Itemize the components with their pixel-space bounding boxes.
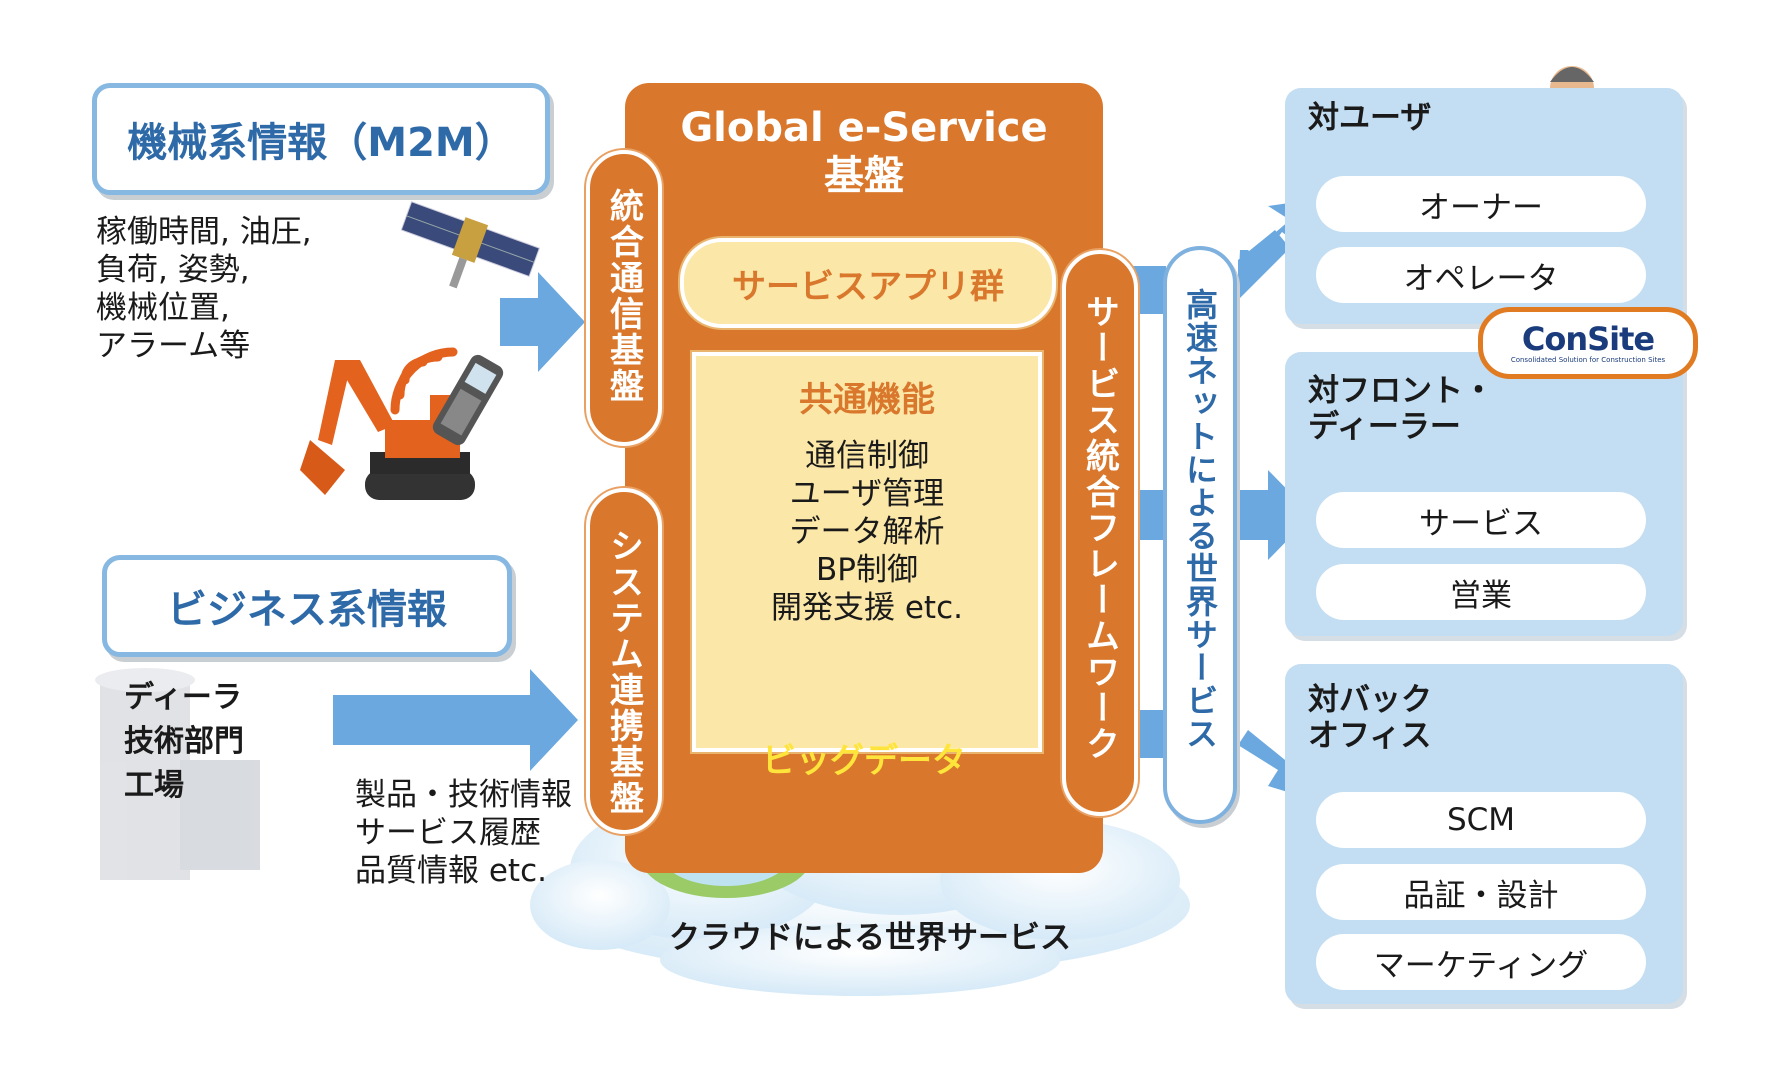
network-pill: 高速ネットによる世界サービス	[1163, 246, 1237, 824]
business-source: ディーラ	[124, 680, 242, 715]
panel-item: 営業	[1316, 564, 1646, 620]
m2m-item: 稼働時間, 油圧,	[96, 214, 312, 250]
common-function-item: データ解析	[789, 514, 945, 550]
arrow-to-front-panel	[1238, 470, 1312, 560]
common-function-item: 通信制御	[805, 438, 929, 474]
mobile-phone-icon	[432, 354, 504, 446]
platform-title-line2: 基盤	[824, 153, 904, 199]
panel-title-line: オフィス	[1308, 718, 1432, 754]
common-function-item: BP制御	[816, 552, 918, 588]
common-function-item: ユーザ管理	[789, 476, 945, 512]
building-icon	[95, 668, 260, 880]
signal-waves-icon	[390, 347, 458, 415]
excavator-icon	[300, 360, 475, 500]
panel-item: 品証・設計	[1316, 864, 1646, 920]
common-functions-list: 通信制御 ユーザ管理 データ解析 BP制御 開発支援 etc.	[692, 437, 1042, 627]
arrow-business-to-platform	[333, 669, 578, 771]
business-items: 製品・技術情報 サービス履歴 品質情報 etc.	[355, 776, 572, 890]
comm-platform-label: 統合通信基盤	[603, 188, 644, 404]
arrow-m2m-to-platform	[500, 272, 585, 372]
common-functions-box	[692, 352, 1042, 752]
service-apps-pill: サービスアプリ群	[680, 238, 1056, 328]
business-item: 製品・技術情報	[355, 777, 572, 813]
framework-pill: サービス統合フレームワーク	[1062, 250, 1138, 816]
system-link-pill: システム連携基盤	[586, 488, 662, 834]
panel-title-line: 対フロント・	[1308, 373, 1494, 409]
m2m-item: 負荷, 姿勢,	[96, 252, 250, 288]
panel-item: SCM	[1316, 792, 1646, 848]
m2m-title-box: 機械系情報（M2M）	[92, 83, 550, 195]
cloud-label: クラウドによる世界サービス	[668, 920, 1072, 956]
panel-item: オペレータ	[1316, 247, 1646, 303]
business-sources: ディーラ 技術部門 工場	[124, 676, 244, 808]
panel-item: サービス	[1316, 492, 1646, 548]
m2m-title: 機械系情報（M2M）	[127, 120, 515, 166]
business-title-box: ビジネス系情報	[102, 555, 512, 657]
consite-logo: ConSite Consolidated Solution for Constr…	[1478, 307, 1698, 379]
business-source: 技術部門	[124, 724, 244, 759]
platform-title-line1: Global e-Service	[680, 105, 1048, 151]
user-panel-title: 対ユーザ	[1308, 100, 1431, 136]
comm-platform-pill: 統合通信基盤	[586, 150, 662, 446]
panel-title-line: 対バック	[1308, 682, 1432, 718]
bigdata-label: ビッグデータ	[762, 741, 966, 781]
m2m-item: 機械位置,	[96, 290, 230, 326]
business-title: ビジネス系情報	[167, 587, 447, 633]
panel-title-line: ディーラー	[1308, 409, 1461, 445]
consite-logo-text: ConSite	[1521, 319, 1655, 358]
satellite-icon	[400, 201, 541, 289]
panel-item: マーケティング	[1316, 934, 1646, 990]
service-apps-label: サービスアプリ群	[732, 266, 1004, 307]
arrow-to-user-panel-body	[1238, 230, 1290, 300]
business-item: サービス履歴	[355, 815, 541, 851]
panel-item: オーナー	[1316, 176, 1646, 232]
framework-label: サービス統合フレームワーク	[1079, 294, 1120, 762]
network-label: 高速ネットによる世界サービス	[1181, 288, 1219, 750]
business-item: 品質情報 etc.	[355, 853, 547, 889]
system-link-label: システム連携基盤	[603, 528, 644, 816]
back-office-panel-title: 対バック オフィス	[1308, 682, 1432, 754]
common-functions-title: 共通機能	[799, 380, 935, 420]
front-panel-title: 対フロント・ ディーラー	[1308, 373, 1494, 445]
consite-logo-subtitle: Consolidated Solution for Construction S…	[1510, 355, 1666, 364]
m2m-items: 稼働時間, 油圧, 負荷, 姿勢, 機械位置, アラーム等	[96, 213, 312, 365]
business-source: 工場	[124, 768, 184, 803]
m2m-item: アラーム等	[96, 328, 251, 364]
platform-title: Global e-Service 基盤	[625, 104, 1103, 200]
panel-title-line: 対ユーザ	[1308, 100, 1432, 136]
common-function-item: 開発支援 etc.	[771, 590, 963, 626]
